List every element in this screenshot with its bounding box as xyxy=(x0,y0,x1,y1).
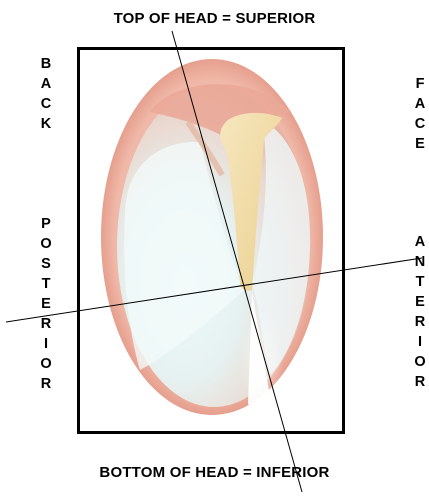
back-letter: A xyxy=(38,74,54,94)
anterior-letter: N xyxy=(412,252,428,272)
anterior-letter: R xyxy=(412,312,428,332)
anterior-letter: I xyxy=(412,332,428,352)
posterior-letter: S xyxy=(38,254,54,274)
anterior-letter: E xyxy=(412,292,428,312)
posterior-letter: E xyxy=(38,294,54,314)
posterior-letter: P xyxy=(38,214,54,234)
superior-label: TOP OF HEAD = SUPERIOR xyxy=(0,10,429,27)
back-letter: K xyxy=(38,114,54,134)
posterior-letter: O xyxy=(38,234,54,254)
posterior-letter: I xyxy=(38,334,54,354)
anterior-letter: A xyxy=(412,232,428,252)
posterior-letter: T xyxy=(38,274,54,294)
face-letter: A xyxy=(412,94,428,114)
posterior-letter: O xyxy=(38,354,54,374)
face-letter: F xyxy=(412,74,428,94)
posterior-letter: R xyxy=(38,314,54,334)
face-letter: E xyxy=(412,134,428,154)
face-letter: C xyxy=(412,114,428,134)
inferior-label: BOTTOM OF HEAD = INFERIOR xyxy=(0,464,429,481)
anterior-letter: T xyxy=(412,272,428,292)
posterior-letter: R xyxy=(38,374,54,394)
anterior-letter: O xyxy=(412,352,428,372)
anterior-letter: R xyxy=(412,372,428,392)
diagram-frame xyxy=(77,47,345,434)
back-letter: B xyxy=(38,54,54,74)
back-letter: C xyxy=(38,94,54,114)
